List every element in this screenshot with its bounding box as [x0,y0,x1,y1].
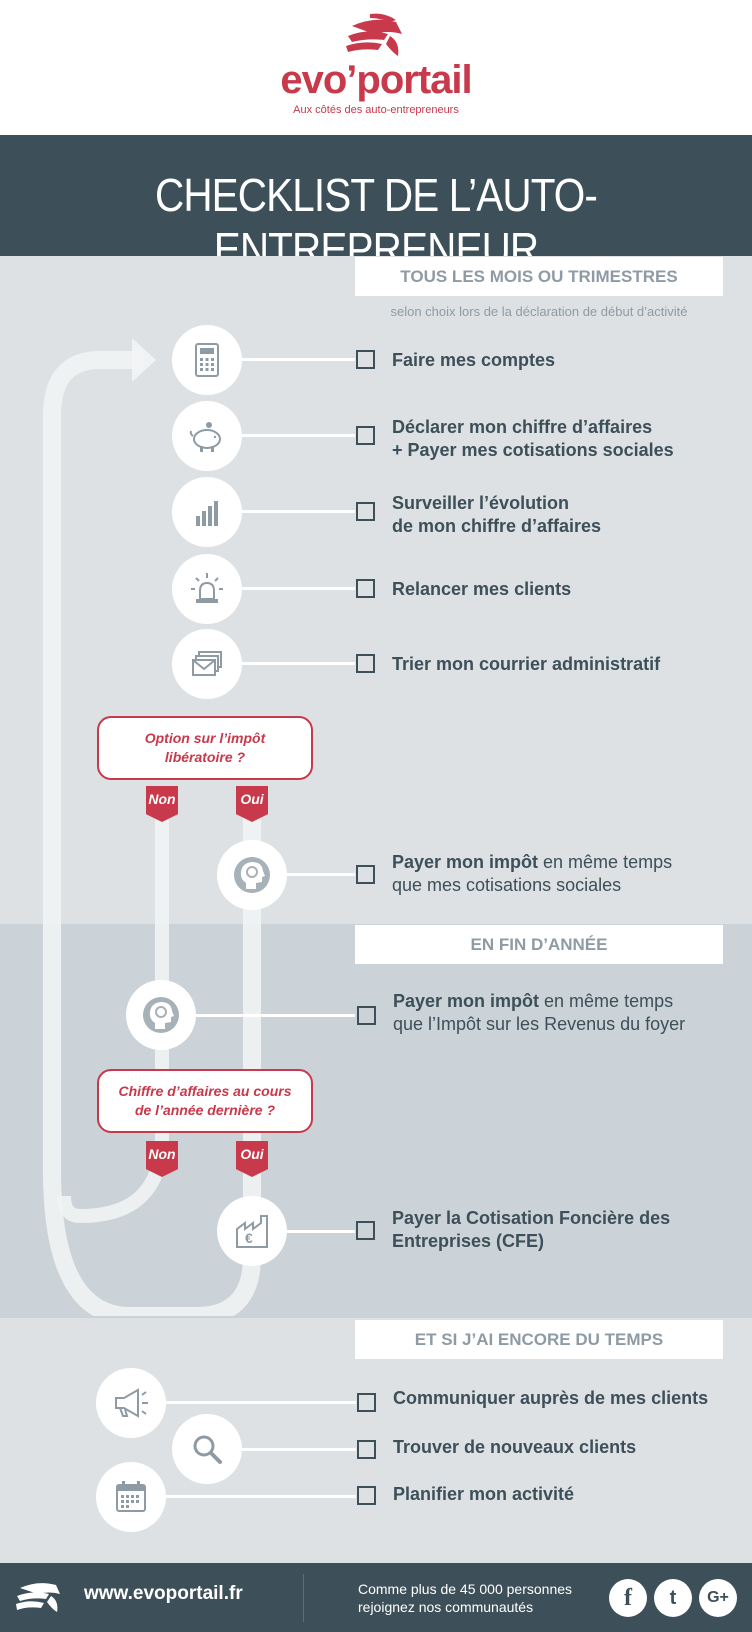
item-line2: de mon chiffre d’affaires [392,516,602,536]
connector [164,1495,356,1498]
item-rest: en même temps [539,991,674,1011]
logo-hand-icon [346,13,402,56]
google-plus-icon[interactable]: G+ [699,1579,737,1617]
connector [194,1014,355,1017]
tag-non: Non [146,786,178,822]
item-rest: en même temps [538,852,673,872]
item-label: Trouver de nouveaux clients [393,1437,637,1457]
question-line1: Option sur l’impôt [144,730,266,746]
connector [232,358,355,361]
mail-stack-icon [192,651,222,676]
connector [236,1448,356,1451]
checkbox-communiquer[interactable] [357,1393,376,1412]
calculator-icon [195,343,219,377]
bar-chart-icon [196,501,218,526]
item-label: Communiquer auprès de mes clients [393,1388,709,1408]
checkbox-faire-comptes[interactable] [356,350,375,369]
icon-circle [172,325,242,395]
checkbox-planifier[interactable] [357,1486,376,1505]
footer-message-line1: Comme plus de 45 000 personnes [358,1581,573,1597]
connector [232,587,355,590]
connector [232,434,355,437]
item-label: Faire mes comptes [392,350,556,370]
question-line2: libératoire ? [164,749,246,765]
section-subtitle: selon choix lors de la déclaration de dé… [390,304,688,319]
megaphone-icon [115,1388,148,1418]
section-title-monthly: TOUS LES MOIS OU TRIMESTRES [355,257,723,296]
twitter-icon[interactable]: t [654,1579,692,1617]
icon-circle [217,840,287,910]
website-link[interactable]: www.evoportail.fr [84,1583,243,1604]
logo-wordmark: evo’portail [280,58,472,102]
item-line2: + Payer mes cotisations sociales [392,440,674,460]
item-line1: Surveiller l’évolution [392,493,570,513]
logo-tagline: Aux côtés des auto-entrepreneurs [293,104,459,116]
checkbox-surveiller[interactable] [356,502,375,521]
section-title-extra: ET SI J’AI ENCORE DU TEMPS [355,1320,723,1359]
factory-euro-icon: € [236,1215,268,1248]
facebook-icon[interactable]: f [609,1579,647,1617]
icon-circle [172,629,242,699]
icon-circle [126,980,196,1050]
checkbox-cfe[interactable] [356,1221,375,1240]
checkbox-relancer[interactable] [356,579,375,598]
footer-message: Comme plus de 45 000 personnes rejoignez… [358,1580,572,1616]
icon-circle [172,401,242,471]
connector [280,873,355,876]
tax-head-icon [234,857,270,893]
icon-circle [172,554,242,624]
item-label: Relancer mes clients [392,579,572,599]
connector [232,510,355,513]
connector [164,1401,356,1404]
item-line2: que mes cotisations sociales [392,875,622,895]
title-band [0,135,752,256]
item-line1: Déclarer mon chiffre d’affaires [392,417,653,437]
question-impot-liberatoire: Option sur l’impôt libératoire ? [97,716,313,780]
item-line2: Entreprises (CFE) [392,1231,545,1251]
footer-message-line2: rejoignez nos communautés [358,1599,534,1615]
item-label: Payer mon impôt en même temps que mes co… [392,851,672,897]
icon-circle [96,1368,166,1438]
icon-circle: € [217,1196,287,1266]
logo-hand-icon [16,1583,60,1612]
tag-non: Non [146,1141,178,1177]
icon-circle [172,477,242,547]
tag-oui: Oui [236,786,268,822]
item-label: Surveiller l’évolution de mon chiffre d’… [392,492,601,538]
tag-oui: Oui [236,1141,268,1177]
item-line2: que l’Impôt sur les Revenus du foyer [393,1014,686,1034]
item-bold: Payer mon impôt [393,991,540,1011]
connector [232,662,355,665]
svg-text:€: € [245,1230,253,1246]
magnifier-icon [193,1435,222,1464]
checkbox-courrier[interactable] [356,654,375,673]
item-label: Payer mon impôt en même temps que l’Impô… [393,990,685,1036]
tax-head-icon [143,997,179,1033]
checkbox-impot-annuel[interactable] [357,1006,376,1025]
item-label: Payer la Cotisation Foncière des Entrepr… [392,1207,670,1253]
alarm-light-icon [191,573,223,603]
piggy-bank-icon [189,422,221,452]
question-line2: de l’année dernière ? [134,1102,276,1118]
item-label: Trier mon courrier administratif [392,654,661,674]
item-bold: Payer mon impôt [392,852,539,872]
checkbox-impot-mensuel[interactable] [356,865,375,884]
question-line1: Chiffre d’affaires au cours [118,1083,292,1099]
item-label: Planifier mon activité [393,1484,575,1504]
checkbox-trouver[interactable] [357,1440,376,1459]
calendar-icon [116,1481,146,1512]
icon-circle [96,1462,166,1532]
item-line1: Payer la Cotisation Foncière des [392,1208,671,1228]
section-title-year-end: EN FIN D’ANNÉE [355,925,723,964]
flow-path [43,338,261,1316]
footer-divider [303,1574,304,1622]
item-label: Déclarer mon chiffre d’affaires + Payer … [392,416,674,462]
icon-circle [172,1414,242,1484]
connector [284,1230,355,1233]
checkbox-declarer-ca[interactable] [356,426,375,445]
question-ca-annee: Chiffre d’affaires au cours de l’année de… [97,1069,313,1133]
